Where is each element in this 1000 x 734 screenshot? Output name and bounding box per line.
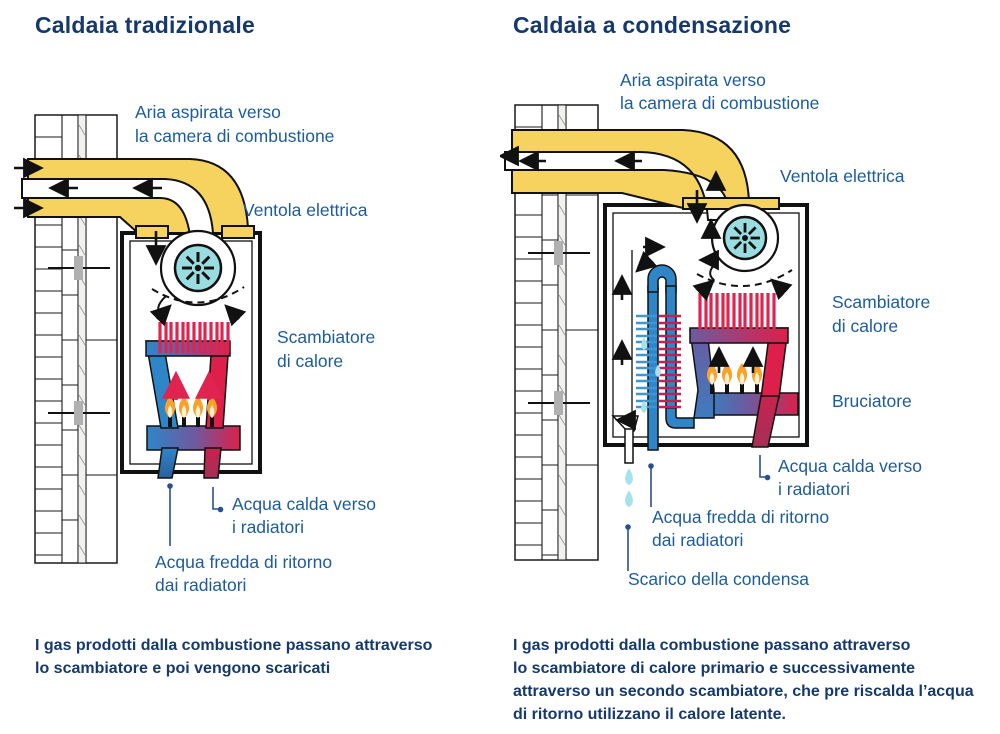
label-burner: Bruciatore	[832, 391, 912, 411]
label-heat-exchanger-line1: Scambiatore	[277, 327, 375, 347]
label-electric-fan: Ventola elettrica	[780, 166, 905, 186]
label-cold-return-line2: dai radiatori	[155, 575, 246, 595]
wall-tie-anchor	[528, 241, 590, 415]
label-pointers	[625, 455, 771, 571]
fan-blades-icon	[730, 223, 760, 253]
label-heat-exchanger-line1: Scambiatore	[832, 292, 930, 312]
right-panel-title: Caldaia a condensazione	[513, 12, 792, 38]
condensate-droplets	[625, 468, 633, 508]
wall-tie-anchor	[48, 256, 110, 425]
left-panel-caption: I gas prodotti dalla combustione passano…	[35, 634, 432, 680]
label-pointers	[167, 483, 224, 546]
flow-arrows	[14, 157, 247, 327]
primary-heat-exchanger	[689, 293, 799, 448]
electric-fan	[696, 203, 793, 288]
label-electric-fan: Ventola elettrica	[243, 200, 368, 220]
water-pipes	[157, 447, 222, 479]
electric-fan	[151, 229, 245, 318]
label-condensate-drain: Scarico della condensa	[628, 569, 809, 589]
right-panel-caption: I gas prodotti dalla combustione passano…	[513, 634, 974, 726]
burner-flames	[162, 370, 223, 427]
caption-line: di ritorno utilizzano il calore latente.	[513, 706, 786, 723]
flow-arrows	[500, 145, 793, 431]
label-hot-water-line2: i radiatori	[778, 479, 850, 499]
condensate-drain-tube	[624, 428, 634, 464]
caption-line: I gas prodotti dalla combustione passano…	[513, 637, 911, 654]
burner-flames	[706, 346, 764, 394]
label-air-intake-line2: la camera di combustione	[135, 126, 334, 146]
secondary-heat-exchanger	[636, 314, 681, 413]
label-heat-exchanger-line2: di calore	[277, 351, 343, 371]
label-cold-return-line1: Acqua fredda di ritorno	[155, 552, 332, 572]
label-air-intake-line2: la camera di combustione	[620, 93, 819, 113]
left-panel-title: Caldaia tradizionale	[35, 12, 256, 38]
label-hot-water-line1: Acqua calda verso	[232, 494, 376, 514]
caption-line: I gas prodotti dalla combustione passano…	[35, 637, 433, 654]
fan-blades-icon	[182, 252, 214, 284]
label-heat-exchanger-line2: di calore	[832, 316, 898, 336]
label-cold-return-line1: Acqua fredda di ritorno	[652, 507, 829, 527]
caption-line: lo scambiatore e poi vengono scaricati	[35, 660, 331, 677]
label-air-intake-line1: Aria aspirata verso	[620, 70, 766, 90]
caption-line: lo scambiatore di calore primario e succ…	[513, 660, 915, 677]
right-boiler-diagram: Aria aspirata verso la camera di combust…	[500, 70, 930, 589]
label-hot-water-line2: i radiatori	[232, 517, 304, 537]
label-hot-water-line1: Acqua calda verso	[778, 456, 922, 476]
label-air-intake-line1: Aria aspirata verso	[135, 102, 281, 122]
label-cold-return-line2: dai radiatori	[652, 530, 743, 550]
caption-line: attraverso un secondo scambiatore, che p…	[513, 683, 974, 700]
left-boiler-diagram: Aria aspirata verso la camera di combust…	[14, 102, 376, 595]
